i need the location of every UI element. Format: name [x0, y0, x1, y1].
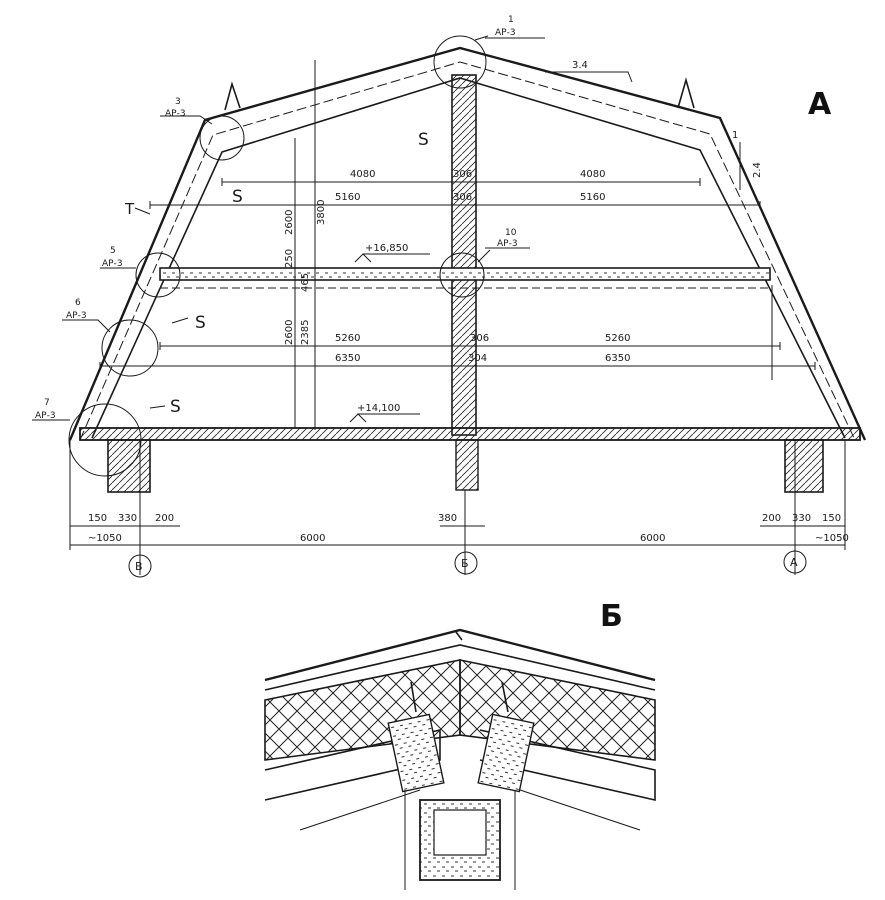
markers: S S S S T	[124, 130, 429, 417]
vertical-dimensions: 2600 3800 250 2600 2385 465	[284, 200, 327, 345]
callout-6-num: 6	[75, 298, 81, 308]
dim-low2-left: 6350	[335, 353, 360, 364]
dim-span-right: 6000	[640, 533, 665, 544]
dim-upper-left: 4080	[350, 169, 375, 180]
callout-7-ref: АР-3	[35, 411, 56, 421]
callout-5-ref: АР-3	[102, 259, 123, 269]
dim-upper-right: 4080	[580, 169, 605, 180]
right-wall	[784, 439, 824, 493]
marker-s-top: S	[418, 130, 429, 150]
dim-v-465: 465	[300, 273, 311, 292]
callout-3-num: 3	[175, 97, 181, 107]
marker-t: T	[124, 200, 135, 218]
dim-center-380: 380	[438, 513, 457, 524]
callout-labels: 1 АР-3 3 АР-3 5 АР-3 6 АР-3 7 АР-3 10 АР…	[32, 15, 545, 421]
detail-circles	[68, 35, 487, 477]
callout-3-ref: АР-3	[165, 109, 186, 119]
dim-left-330: 330	[118, 513, 137, 524]
view-label-a: А	[808, 87, 832, 122]
axis-markers: В Б А	[128, 550, 807, 578]
dim-span-left: 6000	[300, 533, 325, 544]
callout-10-ref: АР-3	[497, 239, 518, 249]
dim-right-over: ~1050	[815, 533, 849, 544]
callout-5-num: 5	[110, 246, 116, 256]
callout-10-num: 10	[505, 228, 517, 238]
dim-left-150: 150	[88, 513, 107, 524]
marker-s-mid: S	[195, 313, 206, 333]
marker-s-upper: S	[232, 187, 243, 207]
dim-mid-right: 5160	[580, 192, 605, 203]
roof-pitch-label: 3.4	[572, 60, 588, 71]
elevation-floor: +14,100	[357, 403, 400, 414]
axis-v: В	[135, 560, 143, 573]
dim-left-200: 200	[155, 513, 174, 524]
view-label-b: Б	[600, 599, 623, 634]
left-wall	[107, 439, 151, 493]
right-tick-label: 1	[732, 130, 738, 141]
right-vert-label: 2.4	[752, 162, 763, 178]
roof-outer-outline	[68, 46, 867, 441]
dim-v-250: 250	[284, 249, 295, 268]
dim-v-2600-top: 2600	[284, 210, 295, 235]
callout-7-num: 7	[44, 398, 50, 408]
dim-v-2385: 2385	[300, 320, 311, 345]
dim-left-over: ~1050	[88, 533, 122, 544]
callout-1-num: 1	[508, 15, 514, 25]
callout-1-ref: АР-3	[495, 28, 516, 38]
axis-a: А	[790, 556, 798, 569]
dim-right-200: 200	[762, 513, 781, 524]
dim-mid-left: 5160	[335, 192, 360, 203]
dim-v-3800: 3800	[316, 200, 327, 225]
elevation-attic: +16,850	[365, 243, 408, 254]
dim-right-150: 150	[822, 513, 841, 524]
dim-low1-left: 5260	[335, 333, 360, 344]
dim-low1-mid: 306	[470, 333, 489, 344]
dim-low2-right: 6350	[605, 353, 630, 364]
detail-b: Б	[264, 599, 656, 890]
central-column	[451, 74, 477, 436]
dim-mid-mid: 306	[453, 192, 472, 203]
dim-right-330: 330	[792, 513, 811, 524]
dim-low1-right: 5260	[605, 333, 630, 344]
section-a: 4080 306 4080 5160 306 5160 5260 306 526…	[32, 15, 867, 578]
dim-low2-mid: 304	[468, 353, 487, 364]
callout-6-ref: АР-3	[66, 311, 87, 321]
elevation-marks: +16,850 +14,100	[349, 243, 430, 423]
attic-floor-slab	[159, 267, 771, 281]
dim-upper-mid: 306	[453, 169, 472, 180]
marker-s-low: S	[170, 397, 181, 417]
bottom-dimensions: 150 330 200 380 200 330 150 ~1050 6000 6…	[69, 440, 849, 575]
main-floor-slab	[79, 427, 861, 441]
dim-v-2600-low: 2600	[284, 320, 295, 345]
horizontal-dimensions: 4080 306 4080 5160 306 5160 5260 306 526…	[99, 169, 816, 370]
axis-b: Б	[461, 557, 469, 570]
